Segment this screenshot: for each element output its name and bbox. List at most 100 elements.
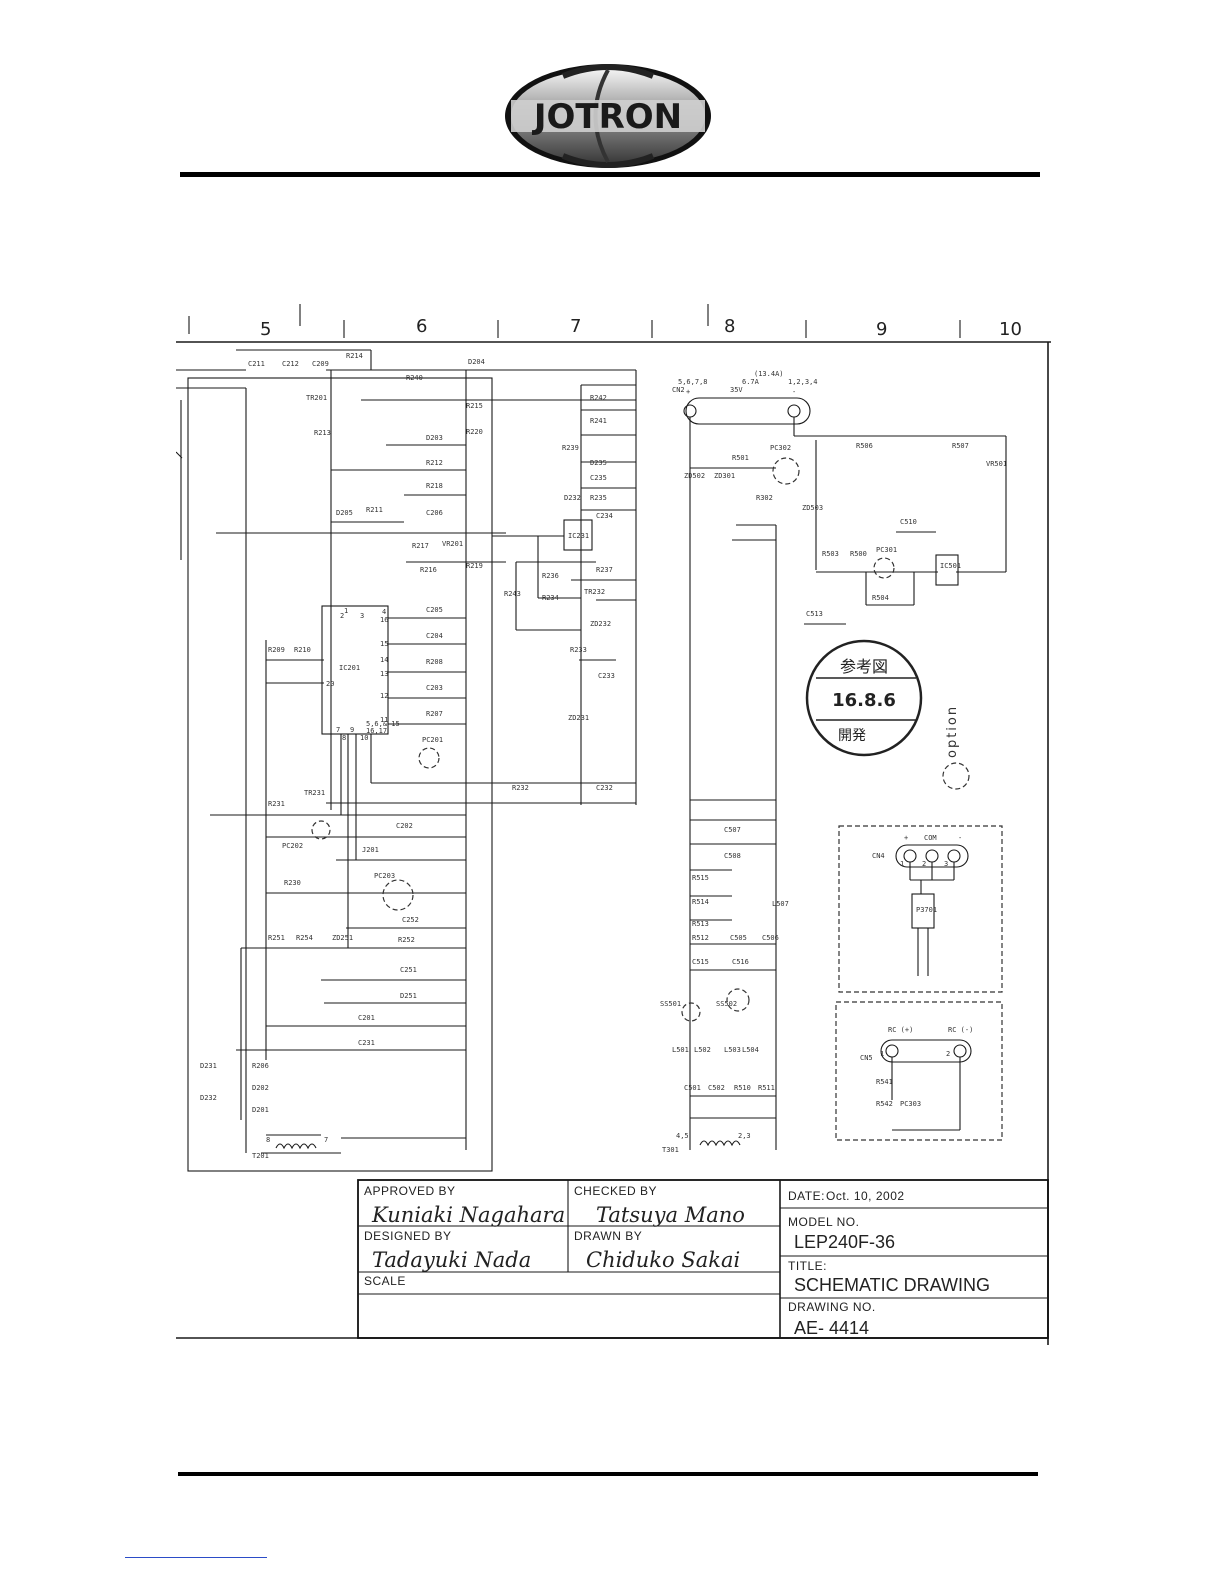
component-label: C510 xyxy=(900,518,917,526)
pin-label: 1 xyxy=(900,860,904,868)
component-label: ZD232 xyxy=(590,620,611,628)
approved-by-label: APPROVED BY xyxy=(364,1184,456,1198)
connector-pins-label: 5,6,7,8 xyxy=(678,378,708,386)
component-label: VR501 xyxy=(986,460,1007,468)
component-label: R230 xyxy=(284,879,301,887)
pin-label: 7 xyxy=(324,1136,328,1144)
component-label: P3701 xyxy=(916,906,937,914)
component-label: C201 xyxy=(358,1014,375,1022)
component-label: R233 xyxy=(570,646,587,654)
component-label: R207 xyxy=(426,710,443,718)
component-label: D235 xyxy=(590,459,607,467)
footer-link-underline[interactable] xyxy=(125,1557,267,1558)
component-label: R542 xyxy=(876,1100,893,1108)
component-label: D205 xyxy=(336,509,353,517)
component-label: R500 xyxy=(850,550,867,558)
approval-stamp: 参考図 16.8.6 開発 xyxy=(805,639,923,757)
component-label: R240 xyxy=(406,374,423,382)
component-label: C501 xyxy=(684,1084,701,1092)
connector-polarity-label: - xyxy=(958,834,962,842)
component-label: PC203 xyxy=(374,872,395,880)
component-label: R215 xyxy=(466,402,483,410)
footer-rule xyxy=(178,1472,1038,1476)
component-label: IC501 xyxy=(940,562,961,570)
connector-pins-label: 1,2,3,4 xyxy=(788,378,818,386)
pin-label: 4,5 xyxy=(676,1132,689,1140)
component-label: R511 xyxy=(758,1084,775,1092)
component-label: R211 xyxy=(366,506,383,514)
component-label: IC231 xyxy=(568,532,589,540)
option-marker xyxy=(942,762,970,790)
component-label: ZD301 xyxy=(714,472,735,480)
designed-by-signature: Tadayuki Nada xyxy=(372,1248,531,1272)
pin-label: 14 xyxy=(380,656,388,664)
component-label: R252 xyxy=(398,936,415,944)
pin-label: 11 xyxy=(380,716,388,724)
component-label: R236 xyxy=(542,572,559,580)
checked-by-label: CHECKED BY xyxy=(574,1184,657,1198)
checked-by-signature: Tatsuya Mano xyxy=(596,1203,745,1227)
drawn-by-signature: Chiduko Sakai xyxy=(586,1248,740,1272)
component-label: T201 xyxy=(252,1152,269,1160)
primary-circuit xyxy=(176,349,637,1172)
component-label: PC202 xyxy=(282,842,303,850)
pin-label: 20 xyxy=(326,680,334,688)
component-label: R512 xyxy=(692,934,709,942)
connector-com-label: COM xyxy=(924,834,937,842)
component-label: D251 xyxy=(400,992,417,1000)
component-label: R206 xyxy=(252,1062,269,1070)
component-label: R214 xyxy=(346,352,363,360)
component-label: PC201 xyxy=(422,736,443,744)
component-label: R541 xyxy=(876,1078,893,1086)
connector-rating-label: 35V xyxy=(730,386,743,394)
component-label: R220 xyxy=(466,428,483,436)
connector-label: CN4 xyxy=(872,852,885,860)
component-label: C234 xyxy=(596,512,613,520)
connector-rc-label: RC (-) xyxy=(948,1026,973,1034)
component-label: R507 xyxy=(952,442,969,450)
connector-rc-label: RC (+) xyxy=(888,1026,913,1034)
component-label: L501 xyxy=(672,1046,689,1054)
zone-label: 9 xyxy=(876,319,887,340)
component-label: D232 xyxy=(200,1094,217,1102)
component-label: R510 xyxy=(734,1084,751,1092)
regulator-circuit xyxy=(492,384,636,805)
component-label: C252 xyxy=(402,916,419,924)
component-label: C513 xyxy=(806,610,823,618)
component-label: R302 xyxy=(756,494,773,502)
date-value: Oct. 10, 2002 xyxy=(826,1189,905,1203)
date-label: DATE: xyxy=(788,1189,825,1203)
component-label: C206 xyxy=(426,509,443,517)
schematic-sheet: 5 6 7 8 9 10 xyxy=(176,304,1051,1345)
component-label: R241 xyxy=(590,417,607,425)
option-cn4-box: CN4 + COM - P3701 1 2 3 xyxy=(838,825,1003,993)
component-label: L504 xyxy=(742,1046,759,1054)
component-label: R208 xyxy=(426,658,443,666)
component-label: R237 xyxy=(596,566,613,574)
connector-label: CN5 xyxy=(860,1054,873,1062)
pin-label: 5,6,& 15 xyxy=(366,720,400,728)
component-label: D232 xyxy=(564,494,581,502)
component-label: R243 xyxy=(504,590,521,598)
component-label: D231 xyxy=(200,1062,217,1070)
pin-label: 1 xyxy=(880,1050,884,1058)
stamp-line: 開発 xyxy=(838,728,866,744)
component-label: R503 xyxy=(822,550,839,558)
component-label: C508 xyxy=(724,852,741,860)
pin-label: 2 xyxy=(340,612,344,620)
drawing-no-value: AE- 4414 xyxy=(794,1318,869,1338)
component-label: R218 xyxy=(426,482,443,490)
component-label: ZD502 xyxy=(684,472,705,480)
component-label: SS502 xyxy=(716,1000,737,1008)
connector-rating-label: 6.7A xyxy=(742,378,760,386)
component-label: T301 xyxy=(662,1146,679,1154)
drawing-no-label: DRAWING NO. xyxy=(788,1300,876,1314)
component-label: SS501 xyxy=(660,1000,681,1008)
component-label: R501 xyxy=(732,454,749,462)
component-label: C502 xyxy=(708,1084,725,1092)
pin-label: 4 xyxy=(382,608,386,616)
component-label: R504 xyxy=(872,594,889,602)
pin-label: 12 xyxy=(380,692,388,700)
jotron-logo: JOTRON xyxy=(505,64,711,168)
component-label: PC302 xyxy=(770,444,791,452)
